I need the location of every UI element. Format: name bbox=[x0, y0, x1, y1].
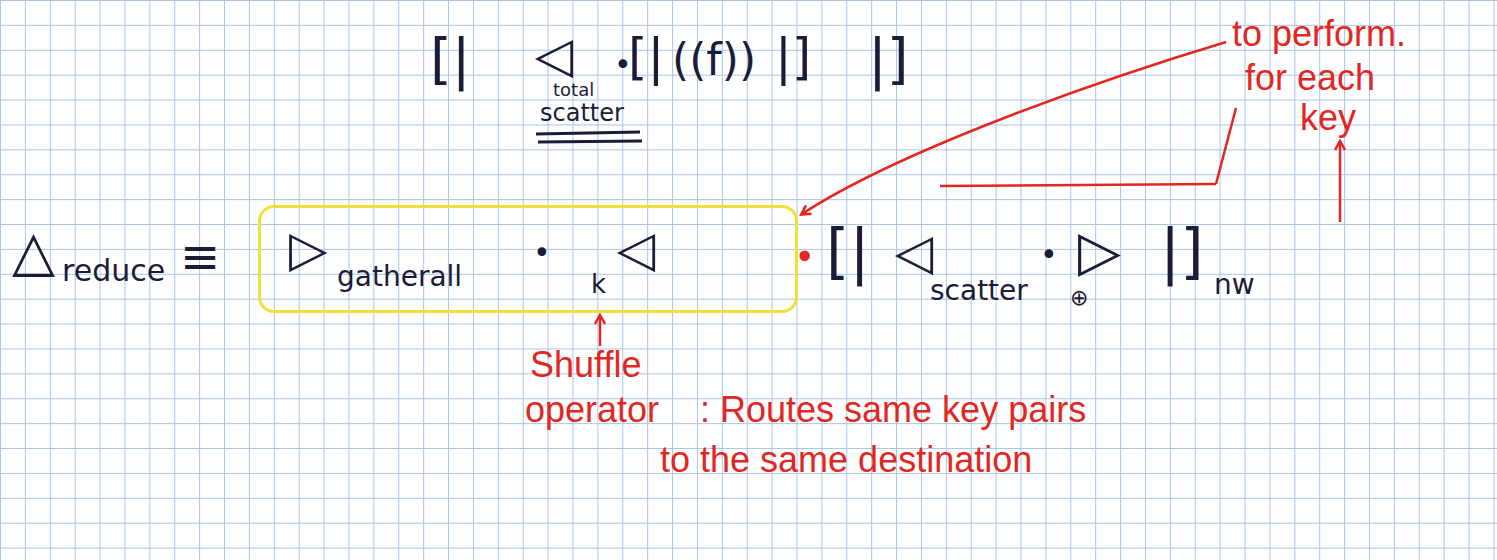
formula-term: ◁ bbox=[535, 28, 573, 83]
formula-term: [| bbox=[430, 28, 471, 90]
formula-term: gatherall bbox=[337, 262, 462, 293]
formula-term: ≡ bbox=[180, 230, 220, 283]
formula-term: |] bbox=[1160, 218, 1204, 284]
formula-term: nw bbox=[1214, 270, 1255, 301]
formula-term: [| bbox=[628, 30, 664, 85]
annotation-note: Shuffle bbox=[530, 345, 641, 385]
annotation-note: : Routes same key pairs bbox=[700, 390, 1086, 430]
double-underline bbox=[536, 132, 642, 142]
formula-term: △ bbox=[12, 220, 55, 282]
formula-term: |] bbox=[868, 28, 909, 90]
red-leaders bbox=[600, 42, 1340, 346]
formula-term: ((f)) bbox=[672, 36, 756, 84]
formula-term: ◁ bbox=[617, 222, 655, 277]
formula-term: [| bbox=[826, 218, 870, 284]
formula-term: reduce bbox=[62, 254, 165, 287]
highlight-box: ▷ gatherall • k ◁ bbox=[258, 205, 798, 313]
formula-term: |] bbox=[775, 30, 811, 85]
annotation-note: key bbox=[1300, 98, 1356, 138]
annotation-note: operator bbox=[525, 390, 659, 430]
annotation-note: to perform. bbox=[1232, 14, 1406, 54]
formula-term: • bbox=[1040, 238, 1058, 271]
formula-term: ◁ bbox=[895, 225, 933, 280]
formula-term: ⊕ bbox=[1070, 286, 1088, 310]
formula-term: scatter bbox=[930, 276, 1028, 307]
formula-term: scatter bbox=[540, 100, 624, 126]
formula-term: total bbox=[553, 80, 594, 100]
annotation-note: for each bbox=[1245, 58, 1375, 98]
formula-term: • bbox=[533, 236, 551, 269]
formula-term: ▷ bbox=[289, 222, 327, 277]
annotation-note: • bbox=[798, 236, 811, 278]
formula-term: k bbox=[591, 270, 606, 299]
formula-term: ▷ bbox=[1078, 220, 1121, 282]
annotation-note: to the same destination bbox=[660, 440, 1032, 480]
